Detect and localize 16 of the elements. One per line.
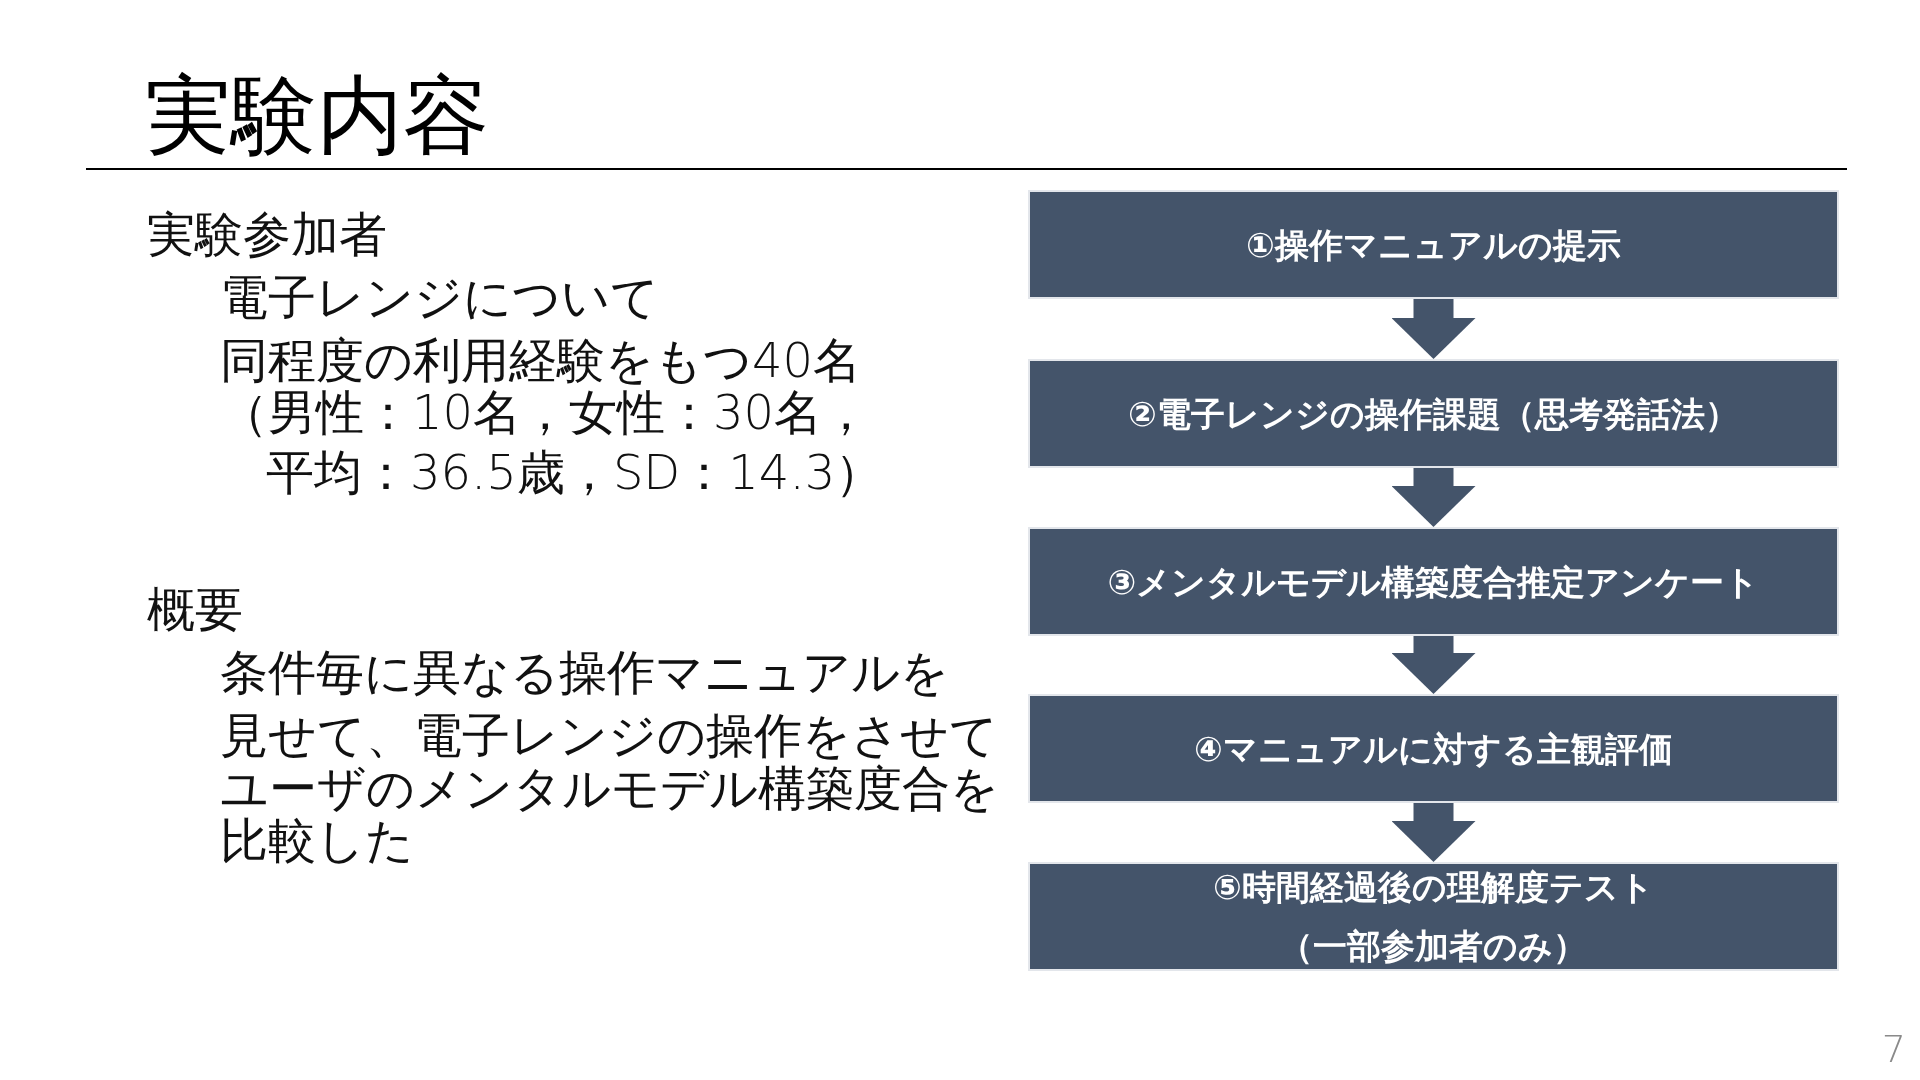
arrow — [1391, 299, 1476, 359]
process-box: ③メンタルモデル構築度合推定アンケート — [1028, 527, 1839, 636]
slide-title: 実験内容 — [145, 65, 489, 165]
process-box: ②電子レンジの操作課題（思考発話法） — [1028, 359, 1839, 468]
process-box: ①操作マニュアルの提示 — [1028, 190, 1839, 299]
arrow — [1391, 468, 1476, 527]
body-text: 電子レンジについて同程度の利用経験をもつ40名 — [220, 271, 862, 386]
page-number: 7 — [1881, 1027, 1906, 1071]
section-heading: 実験参加者 — [147, 206, 387, 262]
body-text: 条件毎に異なる操作マニュアルを見せて、電子レンジの操作をさせてユーザのメンタルモデル構築度合を比較した — [220, 646, 999, 866]
arrow — [1391, 803, 1476, 862]
process-box: ⑤時間経過後の理解度テスト（一部参加者のみ） — [1028, 862, 1839, 971]
section-heading: 概要 — [147, 581, 243, 637]
body-text: （男性：10名，女性：30名，平均：36.5歳，SD：14.3） — [220, 386, 884, 498]
arrow — [1391, 636, 1476, 694]
process-box: ④マニュアルに対する主観評価 — [1028, 694, 1839, 803]
